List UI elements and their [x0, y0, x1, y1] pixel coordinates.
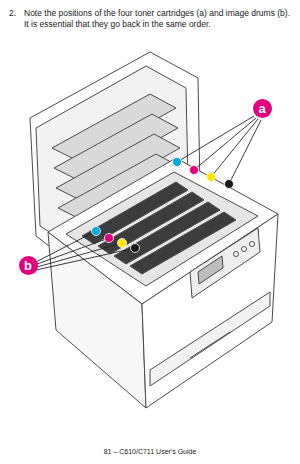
callout-letter: a — [253, 99, 272, 118]
callout-text: b — [24, 259, 32, 272]
callout-letter: b — [19, 256, 38, 275]
instruction-text: Note the positions of the four toner car… — [24, 8, 292, 30]
step-number: 2. — [9, 8, 23, 19]
callout-text: a — [258, 102, 265, 115]
page-footer: 81 – C610/C711 User's Guide — [10, 446, 290, 457]
